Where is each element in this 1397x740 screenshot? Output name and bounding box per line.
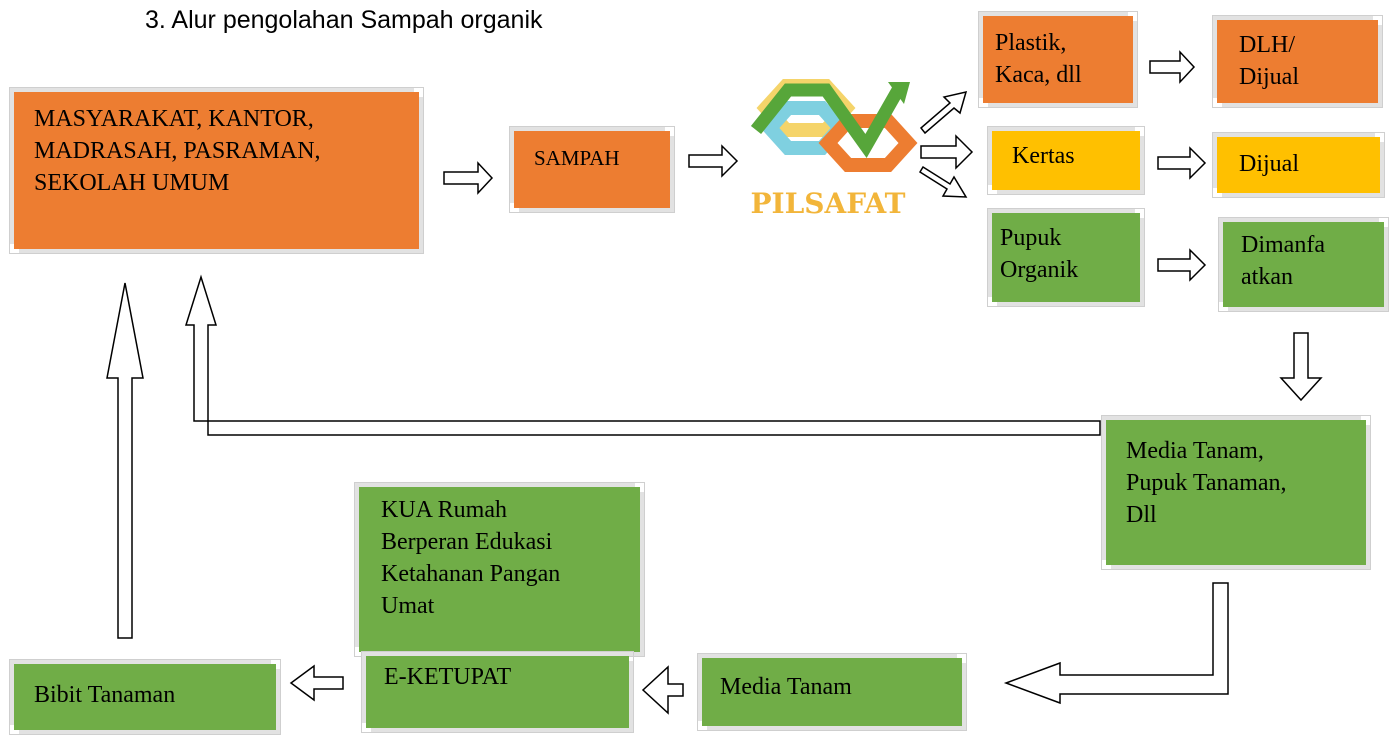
arrow-media-to-media-tanam	[1003, 582, 1229, 705]
arrow-media-return-to-masyarakat	[184, 274, 1101, 436]
node-dimanfaatkan: Dimanfa atkan	[1218, 217, 1389, 312]
arrow-pupuk-to-dimanfaatkan	[1157, 248, 1207, 282]
node-media-pupuk: Media Tanam, Pupuk Tanaman, Dll	[1101, 415, 1371, 570]
node-sampah-label: SAMPAH	[534, 146, 620, 170]
arrow-bibit-to-masyarakat	[106, 282, 144, 639]
node-sampah: SAMPAH	[509, 126, 675, 213]
arrow-media-tanam-to-eketupat	[641, 665, 684, 715]
diagram-title: 3. Alur pengolahan Sampah organik	[145, 6, 543, 34]
node-dijual: Dijual	[1212, 132, 1385, 198]
node-pupuk-organik-label: Pupuk Organik	[1000, 225, 1079, 283]
node-kertas: Kertas	[987, 126, 1145, 195]
arrow-dimanfaatkan-to-media	[1279, 332, 1323, 402]
node-kua-label: KUA Rumah Berperan Edukasi Ketahanan Pan…	[381, 497, 561, 619]
arrow-logo-to-plastik	[919, 90, 968, 135]
node-eketupat: E-KETUPAT	[361, 651, 634, 733]
node-dlh-label: DLH/ Dijual	[1239, 32, 1299, 90]
arrow-eketupat-to-bibit	[289, 664, 344, 702]
node-dimanfaatkan-label: Dimanfa atkan	[1241, 232, 1325, 290]
node-bibit-label: Bibit Tanaman	[34, 682, 176, 708]
node-media-tanam: Media Tanam	[697, 653, 967, 731]
node-masyarakat-label: MASYARAKAT, KANTOR, MADRASAH, PASRAMAN, …	[34, 106, 321, 196]
node-media-tanam-label: Media Tanam	[720, 674, 852, 700]
node-kua: KUA Rumah Berperan Edukasi Ketahanan Pan…	[354, 482, 645, 657]
arrow-masyarakat-to-sampah	[443, 161, 494, 195]
node-plastik: Plastik, Kaca, dll	[978, 11, 1138, 108]
node-plastik-label: Plastik, Kaca, dll	[995, 30, 1082, 88]
node-pupuk-organik: Pupuk Organik	[987, 208, 1145, 307]
node-masyarakat: MASYARAKAT, KANTOR, MADRASAH, PASRAMAN, …	[9, 87, 424, 254]
node-media-pupuk-label: Media Tanam, Pupuk Tanaman, Dll	[1126, 438, 1287, 528]
arrow-sampah-to-logo	[688, 144, 739, 178]
arrow-logo-to-pupuk	[918, 165, 968, 198]
arrow-kertas-to-dijual	[1157, 146, 1207, 180]
arrow-plastik-to-dlh	[1149, 50, 1196, 84]
node-eketupat-label: E-KETUPAT	[384, 664, 512, 690]
node-dijual-label: Dijual	[1239, 151, 1299, 177]
node-bibit: Bibit Tanaman	[9, 659, 281, 735]
node-kertas-label: Kertas	[1012, 143, 1075, 169]
arrow-logo-to-kertas	[920, 134, 974, 170]
pilsafat-logo-icon: PILSAFAT	[750, 79, 918, 218]
node-dlh: DLH/ Dijual	[1212, 15, 1383, 108]
logo-text: PILSAFAT	[750, 187, 905, 218]
